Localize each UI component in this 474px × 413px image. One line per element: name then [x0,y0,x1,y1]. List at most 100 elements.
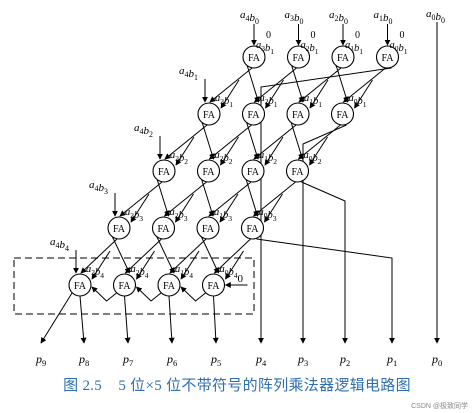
fa-cell-circle [157,273,181,297]
carry-wire-r3-c2 [169,238,207,274]
fa-cell-label: FA [207,281,220,292]
carry-wire-r2-c3 [252,181,296,217]
carry-wire-r0-c3 [342,67,386,103]
bottom-output-p9 [40,292,73,344]
fa-cell-r4-c1: FA [112,273,137,297]
sum-wire-r0-c2 [335,64,349,103]
fa-cell-circle [152,159,176,183]
row-input-wire-r1-c3 [354,79,373,109]
output-label-p1: p1 [386,352,397,368]
fa-cell-r1-c0: FA [197,102,221,126]
bottom-output-p6 [168,295,175,344]
fa-cell-r1-c2: FA [286,102,310,126]
row-input-wire-r2-c1 [220,136,239,166]
fa-cell-r2-c3: FA [285,159,310,183]
input-label-r2-c3: a0b2 [304,150,322,166]
row-input-wire-r4-c0 [91,250,111,280]
input-label-r4-c0: a3b4 [86,264,104,280]
row-input-wire-r4-c3 [225,250,244,280]
input-label-left-4: a4b4 [50,236,69,253]
sum-wire-r1-c0 [201,121,215,160]
fa-cell-r0-c0: FA [242,45,266,69]
input-label-r3-c0: a3b3 [125,207,143,223]
row-input-wire-r3-c0 [130,193,150,223]
fa-cell-label: FA [157,224,170,235]
sum-wire-r1-c2 [290,121,304,160]
fa-cell-label: FA [246,224,259,235]
carry-wire-r1-c0 [164,124,208,160]
caption-title: 5 位×5 位不带符号的阵列乘法器逻辑电路图 [118,378,411,394]
fa-cell-circle [286,45,311,69]
fa-cell-label: FA [291,167,304,178]
fa-cell-r0-c2: FA [331,45,355,69]
fa-cell-r0-c1: FA [286,45,311,69]
input-label-r3-c2: a1b3 [214,207,232,223]
row-input-wire-r2-c3 [309,136,328,166]
row-input-wire-r1-c1 [265,79,284,109]
fa-cell-circle [196,159,221,183]
input-label-row0-c0: a3b1 [256,40,274,56]
output-label-p6: p6 [166,352,177,368]
sum-output-p1 [256,238,395,344]
carry-wire-r1-c2 [253,124,297,160]
carry-wire-r1-c1 [208,124,252,160]
sum-wire-r0-c0 [246,64,260,103]
bottom-output-p7 [124,295,131,344]
input-label-r1-c0: a3b1 [215,93,233,109]
sum-wire-r2-c0 [156,178,170,217]
carry-wire-r0-c2 [298,67,342,103]
input-label-row0-c3: a0b1 [390,40,408,56]
fa-cell-circle [68,273,92,297]
fa-cell-r3-c3: FA [240,216,265,240]
fa-cell-r2-c0: FA [152,159,176,183]
input-label-top-4: a0b0 [426,8,445,25]
fa-cell-label: FA [74,281,87,292]
row-input-wire-r3-c1 [175,193,194,223]
output-label-p2: p2 [339,352,350,368]
carry-wire-r3-c0 [80,238,118,274]
row-input-wire-r1-c0 [220,79,240,109]
ripple-carry-2 [135,286,162,302]
ripple-carry-3 [180,286,206,302]
zero-label-row0-2: 0 [355,30,360,41]
fa-cell-label: FA [336,110,349,121]
carry-wire-r2-c1 [163,181,207,217]
input-label-top-2: a2b0 [329,9,348,26]
caption-number: 图 2.5 [63,378,103,394]
bottom-output-p5 [212,295,219,344]
signal-labels: a0b0a4b00a3b00a2b00a1b00a4b1a4b2a4b3a4b4… [35,8,445,368]
fa-cell-circle [241,159,265,183]
input-label-r1-c1: a2b1 [260,93,278,109]
input-label-r2-c1: a2b2 [215,150,233,166]
fa-cell-label: FA [337,53,350,64]
sum-wire-r2-c2 [245,178,259,217]
final-adder-dashed-box [13,257,255,315]
fa-cell-circle [151,216,176,240]
sum-output-p4 [258,67,392,344]
fa-cell-r3-c0: FA [107,216,131,240]
fa-cell-r3-c2: FA [196,216,220,240]
input-label-row0-c2: a1b1 [345,40,363,56]
output-label-p9: p9 [35,352,46,368]
input-label-r4-c1: a2b4 [131,264,149,280]
fa-cell-circle [241,102,266,126]
sum-wire-r2-c1 [201,178,215,217]
fa-cell-r1-c3: FA [330,102,355,126]
input-label-top-1: a3b0 [285,9,304,26]
input-label-left-1: a4b1 [179,65,198,82]
fa-cell-circle [331,45,355,69]
row-input-wire-r2-c2 [264,136,284,166]
fa-cell-circle [330,102,355,126]
fa-cell-r2-c1: FA [196,159,221,183]
fa-cell-r0-c3: FA [375,45,400,69]
fa-cell-label: FA [203,110,216,121]
sum-wire-r3-c0 [111,235,130,274]
output-label-p5: p5 [210,352,221,368]
input-label-left-2: a4b2 [134,122,153,139]
output-label-p3: p3 [297,352,308,368]
fa-cell-label: FA [248,53,261,64]
output-label-p0: p0 [431,352,442,368]
input-label-r3-c1: a2b3 [170,207,188,223]
zero-label-row0-3: 0 [400,30,405,41]
output-label-p4: p4 [255,352,267,368]
